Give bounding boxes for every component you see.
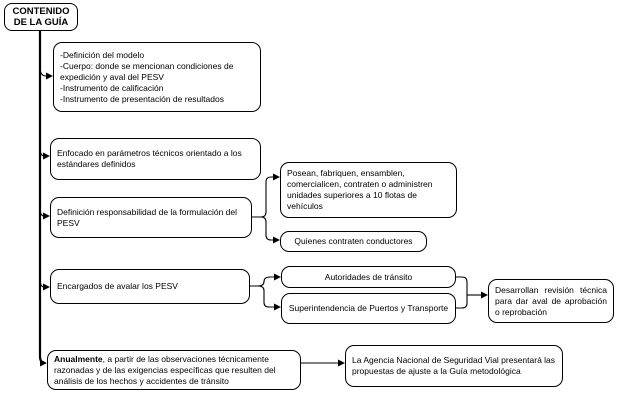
- node-formulation-responsibility: Definición responsabilidad de la formula…: [50, 197, 252, 238]
- annual-review-rest-text: , a partir de las observaciones técnicam…: [54, 353, 276, 386]
- branch-guide-contents: [39, 66, 53, 80]
- arrowhead: [274, 273, 281, 281]
- node-driver-contractors: Quienes contraten conductores: [280, 231, 427, 252]
- arrowhead: [43, 152, 50, 160]
- branch-formulation-responsibility: [39, 206, 50, 220]
- node-pesv-endorsers-label: Encargados de avalar los PESV: [57, 281, 178, 291]
- root-node-label: CONTENIDO DE LA GUÍA: [12, 5, 70, 29]
- arrowhead: [43, 283, 50, 291]
- arrowhead-annual: [40, 359, 47, 367]
- fork-responsibility-to-drivers: [252, 216, 280, 244]
- node-guide-contents-label: -Definición del modelo -Cuerpo: donde se…: [60, 49, 234, 104]
- merge-to-technical-review: [456, 276, 488, 309]
- arrowhead: [46, 72, 53, 80]
- node-transit-authorities-label: Autoridades de tránsito: [324, 271, 413, 282]
- node-transit-authorities: Autoridades de tránsito: [281, 266, 456, 288]
- node-technical-focus-label: Enfocado en parámetros técnicos orientad…: [57, 148, 242, 169]
- node-technical-review-label: Desarrollan revisión técnica para dar av…: [495, 284, 607, 317]
- node-annual-review: Anualmente, a partir de las observacione…: [47, 350, 301, 390]
- arrow-annual-to-agency: [301, 359, 345, 367]
- node-road-safety-agency-label: La Agencia Nacional de Seguridad Vial pr…: [352, 355, 556, 376]
- arrowhead: [273, 173, 280, 181]
- node-ports-superintendence-label: Superintendencia de Puertos y Transporte: [288, 303, 449, 313]
- arrowhead: [338, 359, 345, 367]
- node-technical-review: Desarrollan revisión técnica para dar av…: [488, 279, 614, 323]
- arrowhead: [274, 303, 281, 311]
- arrowhead: [273, 236, 280, 244]
- annual-review-bold-word: Anualmente: [54, 353, 103, 364]
- fork-responsibility-to-fleet: [252, 173, 280, 218]
- root-node: CONTENIDO DE LA GUÍA: [4, 3, 78, 31]
- node-road-safety-agency: La Agencia Nacional de Seguridad Vial pr…: [345, 345, 563, 387]
- arrowhead: [481, 291, 488, 299]
- node-technical-focus: Enfocado en parámetros técnicos orientad…: [50, 138, 261, 180]
- branch-technical-focus: [39, 146, 50, 160]
- node-formulation-responsibility-label: Definición responsabilidad de la formula…: [57, 206, 238, 228]
- node-fleet-companies-label: Posean, fabriquen, ensamblen, comerciali…: [287, 168, 433, 211]
- branch-pesv-endorsers: [39, 277, 50, 291]
- fork-endorsers-to-authorities: [250, 273, 281, 287]
- trunk-line: [38, 30, 47, 367]
- node-driver-contractors-label: Quienes contraten conductores: [294, 236, 413, 246]
- node-ports-superintendence: Superintendencia de Puertos y Transporte: [281, 293, 456, 324]
- node-fleet-companies: Posean, fabriquen, ensamblen, comerciali…: [280, 162, 457, 218]
- fork-endorsers-to-superintendence: [250, 285, 281, 311]
- arrowhead: [43, 212, 50, 220]
- node-guide-contents: -Definición del modelo -Cuerpo: donde se…: [53, 42, 261, 112]
- node-pesv-endorsers: Encargados de avalar los PESV: [50, 269, 250, 304]
- node-annual-review-label: Anualmente, a partir de las observacione…: [54, 354, 294, 387]
